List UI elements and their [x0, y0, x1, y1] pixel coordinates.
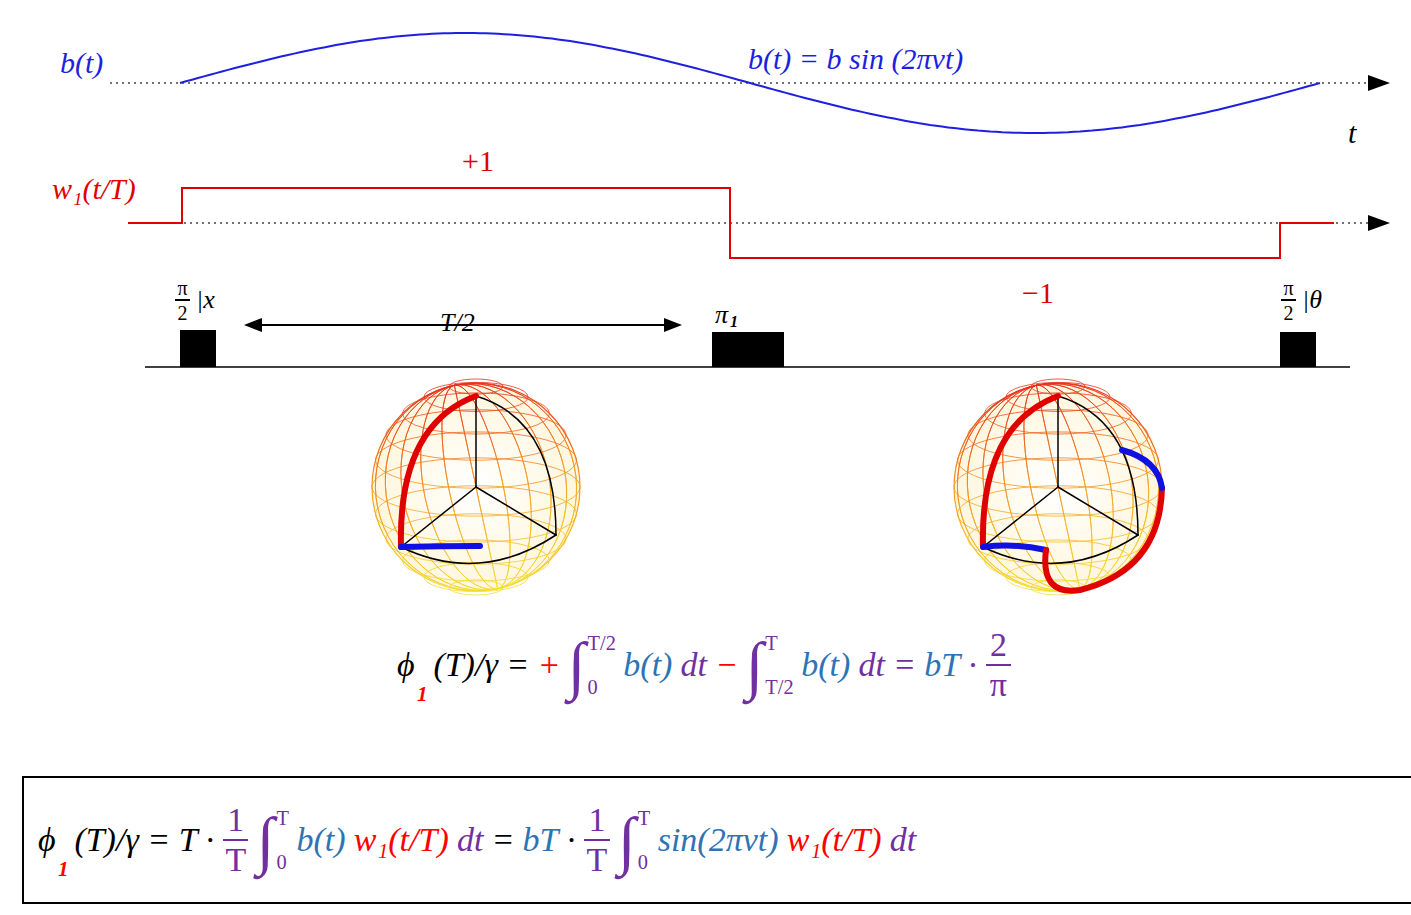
- upper-limit: T: [765, 633, 793, 653]
- walsh-function: [128, 188, 1334, 258]
- arrowhead: [664, 318, 682, 332]
- math-text: ϕ: [397, 648, 415, 682]
- subscript: 1: [58, 859, 69, 880]
- sine-curve: [180, 33, 1320, 133]
- axis-arrowhead: [1368, 215, 1390, 231]
- bloch-sphere: [356, 364, 596, 609]
- signal-name: b(t): [60, 48, 103, 78]
- pulse-box: [712, 332, 784, 367]
- subscript: 1: [417, 684, 428, 705]
- duration-label: T/2: [440, 310, 475, 336]
- math-text: b(t): [801, 648, 850, 682]
- lower-limit: T/2: [765, 677, 793, 697]
- pulse-axis: |θ: [1302, 287, 1322, 313]
- math-text: bT: [924, 648, 960, 682]
- pulse-label: 2: [177, 301, 187, 323]
- math-text: dt: [890, 823, 916, 857]
- math-text: ·: [968, 648, 977, 682]
- math-text: b(t): [623, 648, 672, 682]
- time-axis: [110, 82, 1370, 84]
- math-text: ·: [567, 823, 576, 857]
- integral-sign: ∫: [618, 808, 636, 873]
- bloch-paths: [401, 396, 1162, 591]
- numerator: 2: [986, 628, 1011, 666]
- pulse-box: [180, 330, 216, 367]
- math-text: =: [491, 823, 514, 857]
- signal-name: w₁(t/T): [52, 174, 136, 204]
- denominator: T: [587, 841, 608, 878]
- pulse-box: [1280, 332, 1316, 367]
- arrowhead: [244, 318, 262, 332]
- math-text: sin(2πνt): [658, 823, 779, 857]
- math-text: b(t): [297, 823, 346, 857]
- math-text: (T)/γ = T ·: [74, 823, 214, 857]
- integral-sign: ∫: [746, 633, 764, 698]
- pulse-label: π2 |θ: [1278, 278, 1325, 323]
- pulse-label: π: [175, 278, 190, 301]
- math-text: +: [537, 648, 560, 682]
- math-text: bT: [523, 823, 559, 857]
- upper-limit: T: [638, 808, 650, 828]
- math-text: ϕ: [38, 823, 56, 857]
- integral-sign: ∫: [568, 633, 586, 698]
- level-value: +1: [462, 146, 494, 176]
- math-text: dt: [457, 823, 483, 857]
- pulse-label: π2 |x: [172, 278, 218, 323]
- level-value: −1: [1022, 278, 1054, 308]
- math-text: (T)/γ =: [433, 648, 529, 682]
- pulse-label: 2: [1283, 301, 1293, 323]
- upper-limit: T/2: [588, 633, 616, 653]
- denominator: T: [225, 841, 246, 878]
- upper-limit: T: [277, 808, 289, 828]
- math-text: dt: [681, 648, 707, 682]
- numerator: 1: [223, 803, 248, 841]
- axis-arrowhead: [1368, 75, 1390, 91]
- lower-limit: 0: [588, 677, 616, 697]
- math-text: w₁(t/T): [787, 823, 882, 857]
- integral-sign: ∫: [257, 808, 275, 873]
- pulse-axis: |x: [196, 287, 215, 313]
- axis-label: t: [1348, 118, 1356, 148]
- equation: ϕ1(T)/γ =+∫T/20b(t)dt−∫TT/2b(t)dt=bT·2π: [393, 628, 1016, 702]
- math-text: =: [893, 648, 916, 682]
- denominator: π: [990, 666, 1007, 703]
- lower-limit: 0: [277, 852, 289, 872]
- numerator: 1: [584, 803, 609, 841]
- pulse-label: π: [715, 302, 728, 328]
- equation: ϕ1(T)/γ = T ·1T∫T0b(t)w₁(t/T)dt=bT·1T∫T0…: [34, 803, 920, 877]
- time-axis: [130, 222, 1370, 224]
- pulse-label: π1: [712, 302, 739, 328]
- bloch-sphere: [938, 364, 1178, 609]
- signal-formula: b(t) = b sin (2πνt): [748, 44, 963, 74]
- pulse-label: π: [1281, 278, 1296, 301]
- lower-limit: 0: [638, 852, 650, 872]
- math-text: w₁(t/T): [354, 823, 449, 857]
- math-text: dt: [858, 648, 884, 682]
- math-text: −: [715, 648, 738, 682]
- pulse-index: 1: [730, 314, 738, 330]
